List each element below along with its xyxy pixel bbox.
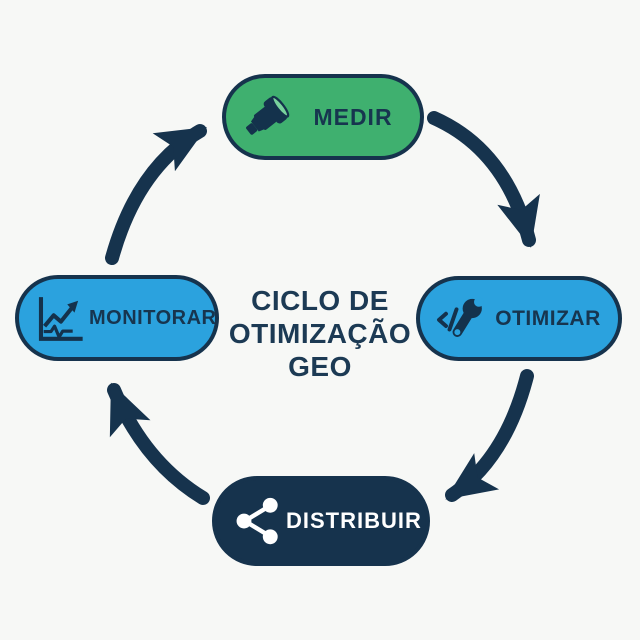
node-medir-label: MEDIR — [313, 103, 393, 130]
share-icon — [216, 493, 286, 549]
diagram-title-line2: OTIMIZAÇÃO — [228, 318, 412, 349]
line-chart-icon — [19, 289, 89, 347]
node-medir[interactable]: MEDIR — [222, 74, 424, 160]
diagram-title-line3: GEO — [288, 351, 352, 382]
diagram-title: CICLO DE OTIMIZAÇÃO GEO — [195, 284, 445, 383]
arrow-medir-to-otimizar — [427, 111, 540, 248]
arrow-monitorar-to-medir — [105, 124, 207, 265]
diagram-title-line1: CICLO DE — [251, 285, 389, 316]
node-otimizar-label: OTIMIZAR — [495, 306, 601, 330]
node-distribuir[interactable]: DISTRIBUIR — [212, 476, 430, 566]
code-wrench-icon — [420, 291, 488, 347]
node-otimizar[interactable]: OTIMIZAR — [416, 276, 622, 361]
node-monitorar-label: MONITORAR — [89, 306, 217, 329]
arrow-distribuir-to-monitorar — [107, 382, 210, 505]
arrow-otimizar-to-distribuir — [445, 369, 534, 502]
node-monitorar[interactable]: MONITORAR — [15, 275, 219, 361]
node-distribuir-label: DISTRIBUIR — [286, 508, 422, 533]
telescope-icon — [226, 88, 296, 146]
